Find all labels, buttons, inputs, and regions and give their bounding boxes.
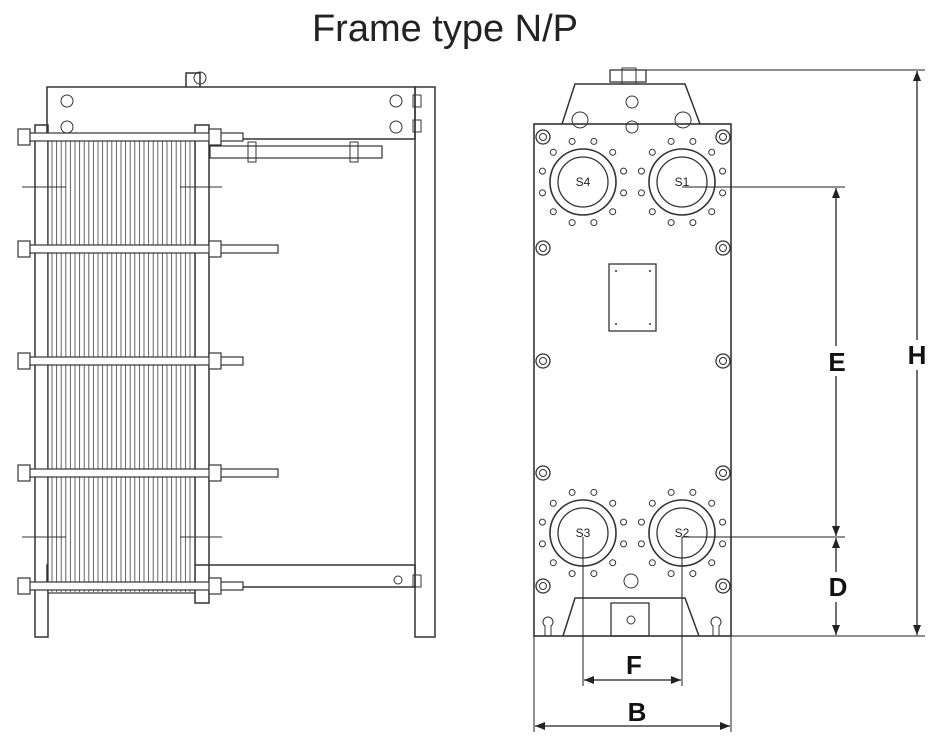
flange-bolt-hole — [609, 148, 617, 156]
nut-icon — [208, 352, 222, 370]
flange-bolt-hole — [620, 540, 628, 548]
flange-bolt-hole — [648, 148, 656, 156]
nut-icon — [17, 240, 31, 258]
port-label-s1: S1 — [675, 175, 690, 189]
frame-plate — [34, 124, 49, 638]
tie-bolt — [17, 128, 244, 146]
nut-icon — [17, 352, 31, 370]
bolt-icon — [715, 129, 731, 145]
flange-bolt-hole — [637, 189, 645, 197]
tie-bolt — [17, 352, 244, 370]
top-carrying-bar — [46, 86, 416, 140]
port-label-s3: S3 — [576, 526, 591, 540]
flange-bolt-hole — [708, 148, 716, 156]
bolt-icon — [715, 578, 731, 594]
flange-bolt-hole — [590, 137, 598, 145]
flange-bolt-hole — [609, 208, 617, 216]
nut-icon — [17, 464, 31, 482]
flange-bolt-hole — [667, 488, 675, 496]
dimension-h-label: H — [908, 340, 927, 370]
dimension-lines: E H D F B — [533, 69, 929, 732]
dimension-b-label: B — [628, 697, 647, 727]
flange-bolt-hole — [689, 488, 697, 496]
port-label-s4: S4 — [576, 175, 591, 189]
flange-bolt-hole — [637, 540, 645, 548]
tie-bolt — [17, 464, 279, 482]
flange-bolt-hole — [549, 148, 557, 156]
bolt-icon — [535, 129, 551, 145]
dimension-f-label: F — [626, 650, 642, 680]
flange-bolt-hole — [568, 219, 576, 227]
dimension-e-label: E — [828, 347, 845, 377]
bolt-icon — [715, 353, 731, 369]
flange-bolt-hole — [719, 167, 727, 175]
flange-bolt-hole — [590, 488, 598, 496]
flange-bolt-hole — [620, 189, 628, 197]
flange-bolt-hole — [719, 540, 727, 548]
nut-icon — [208, 240, 222, 258]
flange-bolt-hole — [719, 518, 727, 526]
flange-bolt-hole — [708, 499, 716, 507]
flange-bolt-hole — [549, 559, 557, 567]
flange-bolt-hole — [648, 208, 656, 216]
flange-bolt-hole — [538, 189, 546, 197]
bolt-icon — [535, 240, 551, 256]
flange-bolt-hole — [549, 208, 557, 216]
flange-bolt-hole — [590, 219, 598, 227]
side-view — [17, 71, 436, 638]
nut-icon — [17, 577, 31, 595]
nut-icon — [208, 128, 222, 146]
flange-bolt-hole — [538, 540, 546, 548]
flange-bolt-hole — [689, 570, 697, 578]
port-s1 — [637, 137, 727, 227]
support-column — [414, 86, 436, 638]
nut-icon — [208, 577, 222, 595]
bolt-icon — [535, 578, 551, 594]
flange-bolt-hole — [568, 488, 576, 496]
flange-bolt-hole — [568, 137, 576, 145]
flange-bolt-hole — [590, 570, 598, 578]
nut-icon — [17, 128, 31, 146]
flange-bolt-hole — [719, 189, 727, 197]
tie-bolt — [17, 240, 279, 258]
flange-bolt-hole — [637, 167, 645, 175]
flange-bolt-hole — [648, 499, 656, 507]
flange-bolt-hole — [667, 219, 675, 227]
flange-bolt-hole — [549, 499, 557, 507]
nut-icon — [208, 464, 222, 482]
flange-bolt-hole — [609, 559, 617, 567]
flange-bolt-hole — [667, 570, 675, 578]
bolt-icon — [715, 465, 731, 481]
front-view: S4 S1 S3 S2 — [533, 67, 732, 637]
flange-bolt-hole — [689, 137, 697, 145]
flange-bolt-hole — [689, 219, 697, 227]
flange-bolt-hole — [620, 518, 628, 526]
diagram-title: Frame type N/P — [311, 8, 579, 50]
nameplate — [608, 263, 657, 332]
bolt-icon — [535, 465, 551, 481]
plate-pack — [47, 139, 196, 594]
flange-bolt-hole — [648, 559, 656, 567]
bolt-icon — [715, 240, 731, 256]
flange-bolt-hole — [568, 570, 576, 578]
flange-bolt-hole — [708, 559, 716, 567]
flange-bolt-hole — [708, 208, 716, 216]
flange-bolt-hole — [620, 167, 628, 175]
flange-bolt-hole — [667, 137, 675, 145]
flange-bolt-hole — [538, 518, 546, 526]
flange-bolt-hole — [637, 518, 645, 526]
flange-bolt-hole — [609, 499, 617, 507]
dimension-d-label: D — [829, 572, 848, 602]
bolt-icon — [535, 353, 551, 369]
lifting-eye-icon — [193, 71, 207, 85]
port-s4 — [538, 137, 628, 227]
flange-bolt-hole — [538, 167, 546, 175]
tie-bolt — [17, 577, 244, 595]
